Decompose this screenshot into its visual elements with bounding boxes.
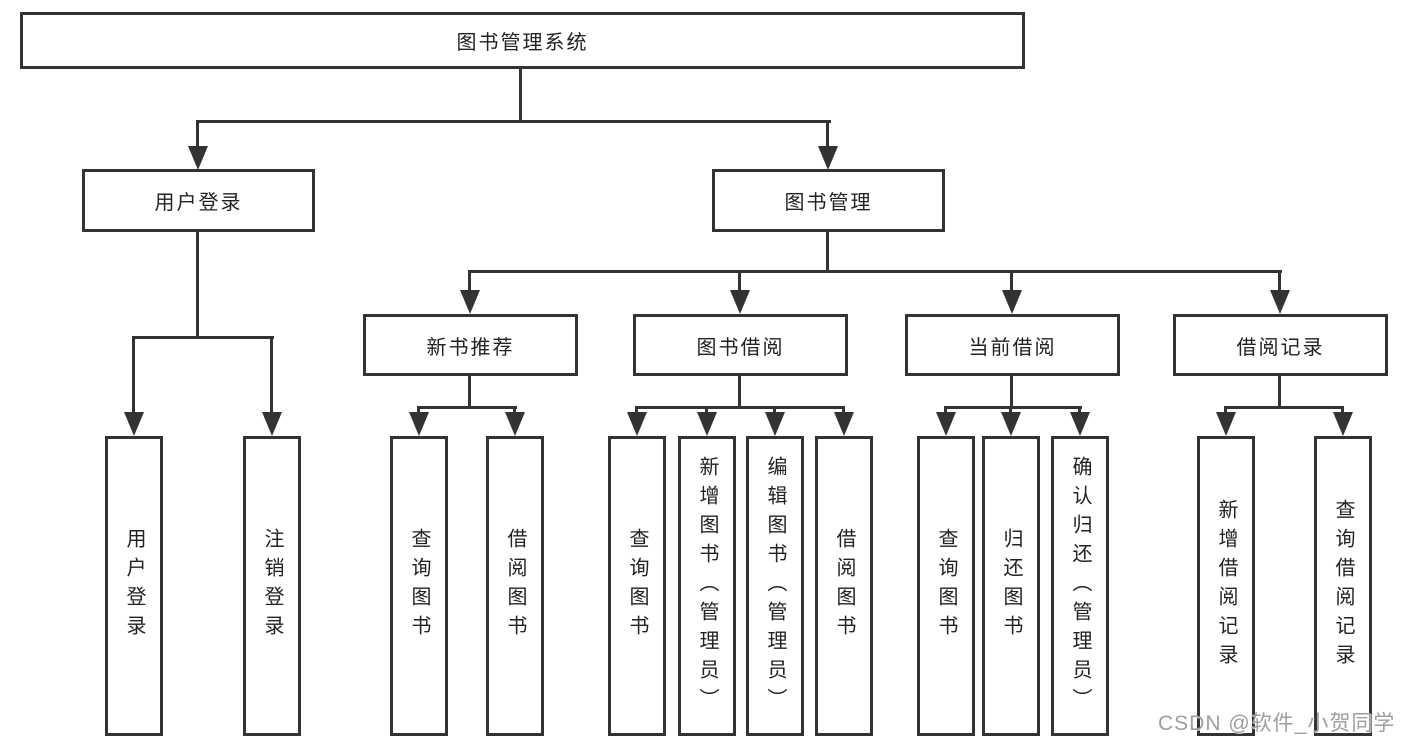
- leaf-label: 用户登录: [123, 528, 145, 644]
- leaf-label: 注销登录: [261, 528, 283, 644]
- node-book-management: 图书管理: [712, 169, 945, 232]
- connector-line: [1341, 406, 1344, 416]
- connector-line: [468, 270, 1282, 273]
- connector-line: [468, 270, 471, 295]
- leaf-label: 查询图书: [935, 528, 957, 644]
- leaf-label: 查询借阅记录: [1332, 499, 1354, 673]
- arrow-down-icon: [188, 146, 208, 170]
- leaf-borrow-books-recommend: 借阅图书: [486, 436, 544, 736]
- leaf-add-borrow-record: 新增借阅记录: [1197, 436, 1255, 736]
- connector-line: [1078, 406, 1081, 416]
- connector-line: [842, 406, 845, 416]
- leaf-label: 编辑图书（管理员）: [764, 455, 786, 717]
- leaf-return-books: 归还图书: [982, 436, 1040, 736]
- connector-line: [468, 375, 471, 409]
- leaf-user-login: 用户登录: [105, 436, 163, 736]
- connector-line: [417, 406, 517, 409]
- connector-line: [944, 406, 1082, 409]
- leaf-label: 查询图书: [408, 528, 430, 644]
- connector-line: [826, 231, 829, 273]
- leaf-label: 归还图书: [1000, 528, 1022, 644]
- connector-line: [773, 406, 776, 416]
- leaf-label: 新增图书（管理员）: [696, 455, 718, 717]
- arrow-down-icon: [834, 412, 854, 436]
- arrow-down-icon: [1002, 290, 1022, 314]
- node-label: 新书推荐: [426, 336, 515, 359]
- arrow-down-icon: [1216, 412, 1236, 436]
- connector-line: [270, 336, 273, 416]
- node-label: 图书借阅: [696, 336, 785, 359]
- node-label: 图书管理: [784, 192, 873, 214]
- connector-line: [635, 406, 638, 416]
- leaf-label: 确认归还（管理员）: [1069, 455, 1091, 717]
- connector-line: [519, 68, 522, 123]
- leaf-query-books-borrowing: 查询图书: [608, 436, 666, 736]
- connector-line: [738, 375, 741, 409]
- leaf-confirm-return-admin: 确认归还（管理员）: [1051, 436, 1109, 736]
- connector-line: [944, 406, 947, 416]
- arrow-down-icon: [936, 412, 956, 436]
- arrow-down-icon: [409, 412, 429, 436]
- arrow-down-icon: [818, 146, 838, 170]
- arrow-down-icon: [627, 412, 647, 436]
- leaf-logout: 注销登录: [243, 436, 301, 736]
- arrow-down-icon: [505, 412, 525, 436]
- arrow-down-icon: [124, 412, 144, 436]
- node-label: 图书管理系统: [456, 32, 589, 54]
- node-current-borrowing: 当前借阅: [905, 314, 1120, 376]
- node-new-book-recommendation: 新书推荐: [363, 314, 578, 376]
- connector-line: [417, 406, 420, 416]
- leaf-label: 借阅图书: [504, 528, 526, 644]
- connector-line: [196, 231, 199, 338]
- node-label: 当前借阅: [968, 336, 1057, 359]
- connector-line: [1009, 406, 1012, 416]
- leaf-label: 借阅图书: [833, 528, 855, 644]
- arrow-down-icon: [730, 290, 750, 314]
- arrow-down-icon: [460, 290, 480, 314]
- connector-line: [1010, 270, 1013, 295]
- leaf-add-book-admin: 新增图书（管理员）: [678, 436, 736, 736]
- connector-line: [196, 120, 199, 152]
- arrow-down-icon: [765, 412, 785, 436]
- leaf-label: 新增借阅记录: [1215, 499, 1237, 673]
- node-user-login: 用户登录: [82, 169, 315, 232]
- connector-line: [705, 406, 708, 416]
- arrow-down-icon: [1001, 412, 1021, 436]
- node-label: 借阅记录: [1236, 336, 1325, 359]
- connector-line: [826, 120, 829, 152]
- connector-line: [196, 120, 831, 123]
- connector-line: [635, 406, 845, 409]
- node-library-management-system: 图书管理系统: [20, 12, 1025, 69]
- arrow-down-icon: [262, 412, 282, 436]
- connector-line: [1010, 375, 1013, 409]
- connector-line: [1224, 406, 1344, 409]
- connector-line: [1224, 406, 1227, 416]
- leaf-borrow-books-borrowing: 借阅图书: [815, 436, 873, 736]
- arrow-down-icon: [1070, 412, 1090, 436]
- arrow-down-icon: [1270, 290, 1290, 314]
- connector-line: [1278, 270, 1281, 295]
- leaf-label: 查询图书: [626, 528, 648, 644]
- leaf-query-books-recommend: 查询图书: [390, 436, 448, 736]
- arrow-down-icon: [697, 412, 717, 436]
- leaf-query-books-current: 查询图书: [917, 436, 975, 736]
- leaf-edit-book-admin: 编辑图书（管理员）: [746, 436, 804, 736]
- arrow-down-icon: [1333, 412, 1353, 436]
- leaf-query-borrow-record: 查询借阅记录: [1314, 436, 1372, 736]
- node-borrowing-records: 借阅记录: [1173, 314, 1388, 376]
- connector-line: [738, 270, 741, 295]
- node-label: 用户登录: [154, 192, 243, 214]
- node-book-borrowing: 图书借阅: [633, 314, 848, 376]
- connector-line: [1278, 375, 1281, 409]
- connector-line: [513, 406, 516, 416]
- connector-line: [132, 336, 274, 339]
- connector-line: [132, 336, 135, 416]
- watermark: CSDN @软件_小贺同学: [1158, 712, 1396, 735]
